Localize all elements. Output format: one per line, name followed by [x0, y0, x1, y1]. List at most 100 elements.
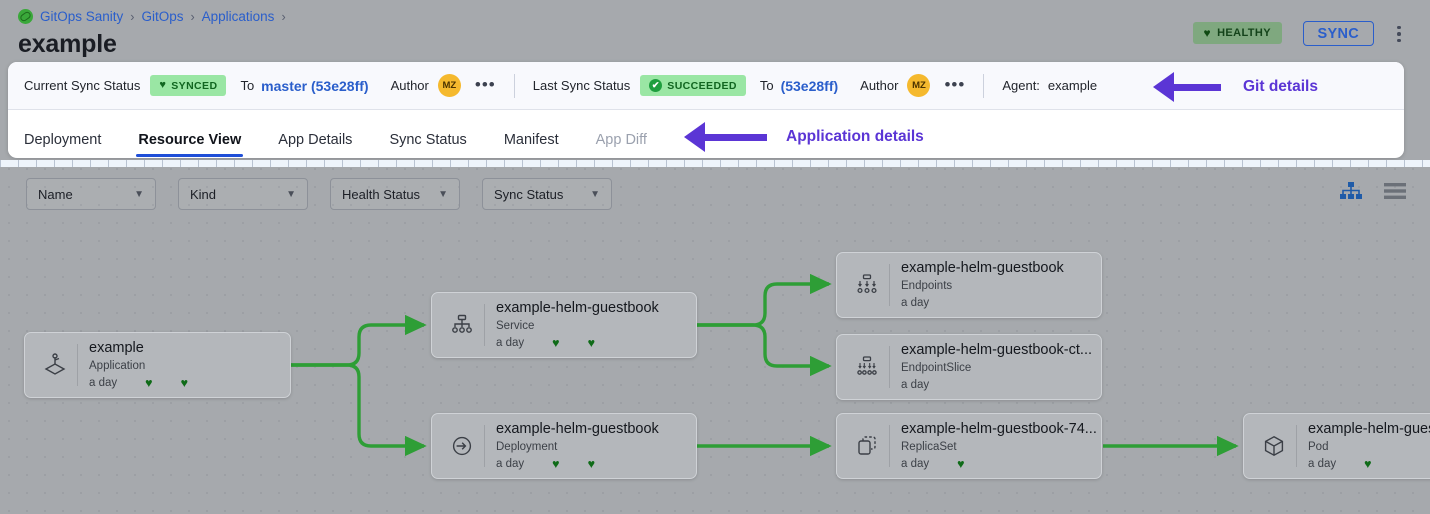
graph-node-endpointslice[interactable]: example-helm-guestbook-ct... EndpointSli… [836, 334, 1102, 400]
tab-resource-view[interactable]: Resource View [136, 132, 244, 157]
chevron-down-icon: ▼ [590, 188, 600, 200]
pod-icon [1254, 434, 1294, 458]
sync-heart-icon: ♥ [180, 376, 188, 391]
node-body: example Application a day ♥ ♥ [89, 339, 188, 392]
last-sync-status-label: Last Sync Status [532, 78, 631, 93]
filter-name[interactable]: Name ▼ [26, 178, 156, 210]
service-icon [442, 313, 482, 337]
graph-node-endpoints[interactable]: example-helm-guestbook Endpoints a day [836, 252, 1102, 318]
node-meta: a day ♥ ♥ [496, 335, 659, 351]
filter-health-status-label: Health Status [342, 186, 421, 202]
tab-deployment[interactable]: Deployment [24, 132, 102, 148]
node-name: example [89, 339, 144, 356]
filter-bar: Name ▼ Kind ▼ Health Status ▼ Sync Statu… [26, 178, 612, 210]
divider [513, 73, 515, 98]
status-badge-healthy: ♥ HEALTHY [1192, 22, 1282, 44]
breadcrumb-separator-icon: › [190, 9, 195, 24]
last-sync-status-badge: ✔ SUCCEEDED [640, 75, 746, 96]
node-body: example-helm-guestbook Deployment a day … [496, 420, 659, 473]
node-meta: a day ♥ ♥ [89, 375, 188, 391]
current-to-label: To [240, 78, 255, 93]
graph-node-deployment[interactable]: example-helm-guestbook Deployment a day … [431, 413, 697, 479]
breadcrumb-separator-icon: › [130, 9, 135, 24]
agent-value: example [1047, 78, 1098, 93]
graph-node-service[interactable]: example-helm-guestbook Service a day ♥ ♥ [431, 292, 697, 358]
node-age: a day [901, 379, 930, 392]
last-revision-link[interactable]: (53e28ff) [780, 77, 839, 94]
node-kind: ReplicaSet [901, 441, 957, 454]
arrow-shaft [1174, 83, 1221, 91]
kebab-menu-icon[interactable] [1390, 22, 1408, 46]
node-meta: a day ♥ [1308, 456, 1430, 472]
node-age: a day [496, 458, 525, 471]
node-meta: a day ♥ ♥ [496, 456, 659, 472]
health-heart-icon: ♥ [1364, 457, 1372, 472]
annotation-arrow-application-details [684, 122, 767, 152]
filter-name-label: Name [38, 186, 73, 202]
check-circle-icon: ✔ [649, 79, 663, 92]
current-revision-link[interactable]: master (53e28ff) [261, 77, 369, 94]
avatar[interactable]: MZ [437, 74, 461, 97]
chevron-down-icon: ▼ [286, 188, 296, 200]
node-kind: Application [89, 360, 146, 373]
tree-view-icon[interactable] [1340, 182, 1362, 200]
node-meta: a day [901, 295, 1064, 311]
health-heart-icon: ♥ [552, 336, 560, 351]
health-heart-icon: ♥ [145, 376, 153, 391]
graph-node-pod[interactable]: example-helm-guest Pod a day ♥ [1243, 413, 1430, 479]
chevron-down-icon: ▼ [134, 188, 144, 200]
breadcrumb: GitOps Sanity › GitOps › Applications › [18, 9, 286, 24]
arrow-shaft [705, 133, 767, 141]
arrow-head-icon [684, 122, 705, 152]
last-author-label: Author [860, 78, 899, 93]
node-body: example-helm-guest Pod a day ♥ [1308, 420, 1430, 473]
node-name: example-helm-guestbook [496, 299, 659, 316]
view-toggle-group [1340, 182, 1406, 200]
current-more-icon[interactable]: ••• [474, 75, 496, 95]
avatar[interactable]: MZ [907, 74, 931, 97]
breadcrumb-item-gitops-sanity[interactable]: GitOps Sanity [40, 9, 124, 24]
sync-button[interactable]: SYNC [1302, 21, 1374, 46]
node-kind: EndpointSlice [901, 362, 972, 375]
list-view-icon[interactable] [1384, 182, 1406, 200]
tab-sync-status[interactable]: Sync Status [389, 132, 467, 148]
node-kind: Pod [1308, 441, 1329, 454]
filter-sync-status[interactable]: Sync Status ▼ [482, 178, 612, 210]
canvas-ruler [0, 160, 1430, 167]
breadcrumb-item-applications[interactable]: Applications [201, 9, 275, 24]
arrow-head-icon [1153, 72, 1174, 102]
node-body: example-helm-guestbook-74... ReplicaSet … [901, 420, 1097, 473]
graph-node-replicaset[interactable]: example-helm-guestbook-74... ReplicaSet … [836, 413, 1102, 479]
current-sync-status-badge: ♥ SYNCED [150, 75, 227, 96]
breadcrumb-item-gitops[interactable]: GitOps [141, 9, 184, 24]
tab-app-details[interactable]: App Details [278, 132, 353, 148]
divider [1296, 425, 1297, 467]
divider [889, 425, 890, 467]
tab-bar: Deployment Resource View App Details Syn… [8, 110, 1404, 157]
replicaset-icon [847, 434, 887, 458]
filter-kind[interactable]: Kind ▼ [178, 178, 308, 210]
node-body: example-helm-guestbook Endpoints a day [901, 259, 1064, 312]
last-more-icon[interactable]: ••• [944, 75, 966, 95]
annotation-label-git-details: Git details [1243, 78, 1318, 95]
divider [77, 344, 78, 386]
graph-node-application[interactable]: example Application a day ♥ ♥ [24, 332, 291, 398]
node-age: a day [901, 458, 930, 471]
node-name: example-helm-guest [1308, 420, 1430, 437]
sync-heart-icon: ♥ [587, 457, 595, 472]
tab-manifest[interactable]: Manifest [503, 132, 559, 148]
gitops-logo-icon [18, 9, 33, 24]
node-name: example-helm-guestbook [901, 259, 1064, 276]
node-age: a day [1308, 458, 1337, 471]
divider [889, 346, 890, 388]
breadcrumb-separator-icon: › [281, 9, 286, 24]
last-to-label: To [759, 78, 774, 93]
node-age: a day [496, 337, 525, 350]
filter-health-status[interactable]: Health Status ▼ [330, 178, 460, 210]
node-kind: Endpoints [901, 280, 953, 293]
current-author-label: Author [390, 78, 429, 93]
divider [484, 425, 485, 467]
annotation-label-application-details: Application details [786, 128, 924, 145]
filter-sync-status-label: Sync Status [494, 186, 564, 202]
tab-app-diff: App Diff [595, 132, 647, 148]
